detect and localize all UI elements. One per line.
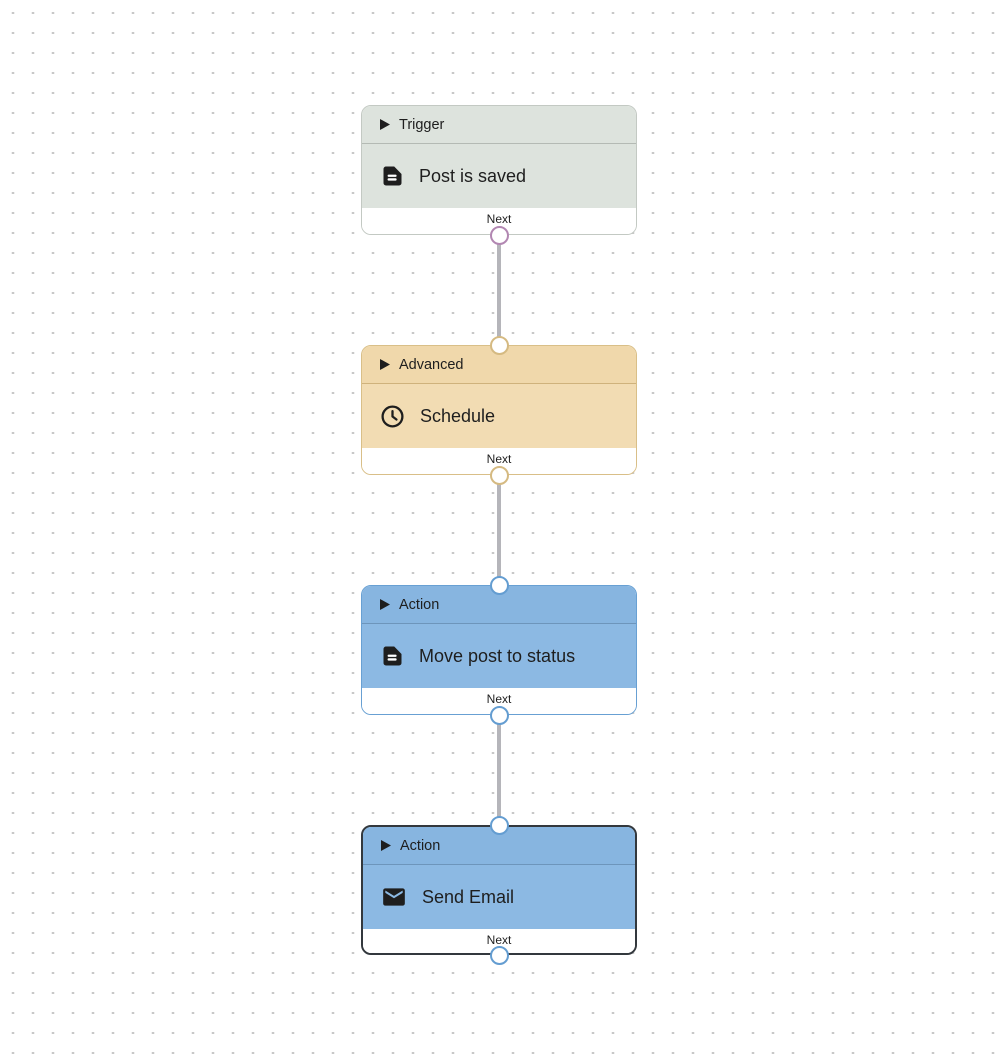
node-title: Send Email [422,886,515,907]
next-port-label: Next [486,692,512,706]
email-icon [381,884,407,910]
node-type-label: Action [400,837,441,854]
input-port-move-post[interactable] [489,575,509,595]
output-port-move-post[interactable] [489,705,509,725]
post-icon [380,644,404,668]
clock-icon [380,404,405,429]
node-title: Move post to status [419,645,576,666]
next-port-label: Next [486,212,512,226]
output-port-send-email[interactable] [489,945,509,965]
node-body[interactable]: Move post to status [362,624,636,688]
workflow-node-send-email[interactable]: Action Send Email Next [361,825,637,955]
next-port-label: Next [486,452,512,466]
node-type-label: Action [399,596,440,613]
workflow-node-schedule[interactable]: Advanced Schedule Next [361,345,637,475]
output-port-trigger[interactable] [489,225,509,245]
workflow-node-trigger[interactable]: Trigger Post is saved Next [361,105,637,235]
workflow-node-move-post[interactable]: Action Move post to status Next [361,585,637,715]
next-port-label: Next [486,933,512,947]
output-port-schedule[interactable] [489,465,509,485]
node-title: Schedule [420,405,496,426]
connector-edge[interactable] [497,715,501,825]
play-collapse-icon [380,119,390,130]
node-body[interactable]: Post is saved [362,144,636,208]
node-type-label: Advanced [399,356,464,373]
play-collapse-icon [380,599,390,610]
node-type-label: Trigger [399,116,445,133]
play-collapse-icon [380,359,390,370]
node-header[interactable]: Trigger [362,106,636,144]
input-port-schedule[interactable] [489,335,509,355]
connector-edge[interactable] [497,235,501,345]
node-title: Post is saved [419,165,527,186]
input-port-send-email[interactable] [489,815,509,835]
node-body[interactable]: Schedule [362,384,636,448]
post-icon [380,164,404,188]
node-body[interactable]: Send Email [363,865,635,929]
play-collapse-icon [381,840,391,851]
connector-edge[interactable] [497,475,501,585]
